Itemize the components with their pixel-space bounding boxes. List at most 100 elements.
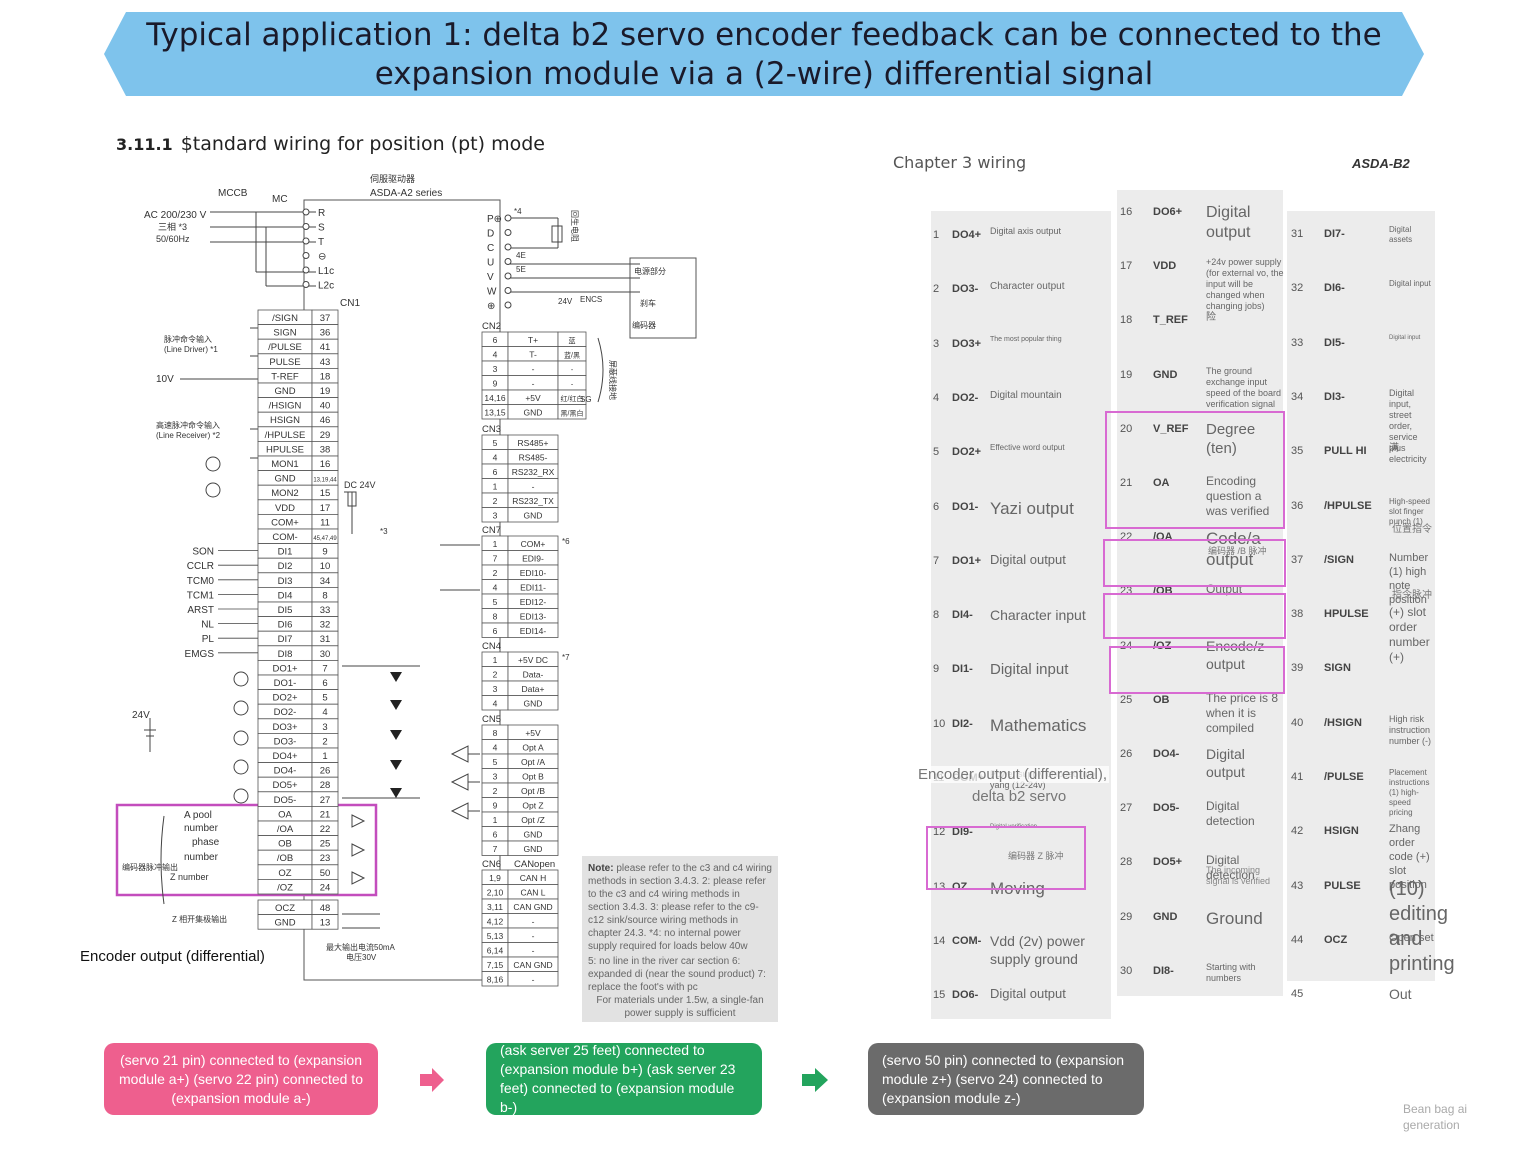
cn1-signal: /HPULSE — [265, 430, 306, 441]
pin-signal: DO5+ — [1153, 856, 1183, 869]
enc-output-cn: 编码器脉冲输出 — [122, 862, 178, 872]
pin-description: 满 — [1389, 443, 1399, 455]
connector-signal: EDI13- — [520, 612, 547, 622]
pin-signal: DO4+ — [952, 229, 982, 241]
cn1-signal: OB — [278, 839, 292, 850]
pin-signal: GND — [1153, 368, 1178, 381]
pin-number: 43 — [1291, 879, 1304, 892]
connector-signal: Opt B — [522, 772, 544, 782]
di-label: NL — [201, 620, 214, 631]
star3-label: *3 — [380, 527, 388, 536]
connector-label: CN5 — [482, 714, 501, 725]
connector-pin: 9 — [493, 801, 498, 811]
cn1-pin: 1 — [322, 751, 327, 762]
connector-signal: RS485- — [519, 453, 548, 463]
connector-signal: - — [532, 931, 535, 941]
hs-pulse-input-sub: (Line Receiver) *2 — [156, 431, 221, 440]
connector-pin: 8 — [493, 612, 498, 622]
power-terminal — [302, 223, 310, 230]
cn1-label: CN1 — [340, 298, 360, 309]
connector-signal: GND — [524, 699, 543, 709]
connector-pin: 3,11 — [487, 902, 503, 912]
pin-signal: PULL HI — [1324, 445, 1367, 458]
pin-signal: V_REF — [1153, 422, 1189, 435]
pin-description: Digital output — [1206, 204, 1251, 241]
connector-pin: 7 — [493, 844, 498, 854]
connector-pin: 1 — [493, 539, 498, 549]
connector-signal: +5V — [525, 728, 541, 738]
pin-signal: /OZ — [1153, 639, 1172, 652]
pin-number: 12 — [933, 826, 946, 839]
pin-signal: HSIGN — [1324, 825, 1359, 838]
cn1-signal: DI6 — [278, 620, 293, 631]
connector-label: CN3 — [482, 424, 501, 435]
pin-description: Encoding question a was verified — [1206, 474, 1270, 518]
cn1-pin: 4 — [322, 707, 327, 718]
pin-description: Code/a output — [1206, 529, 1261, 570]
di-label: PL — [202, 634, 215, 645]
pin-description: Digital output — [990, 551, 1066, 567]
pin-number: 44 — [1291, 933, 1304, 946]
cn1-pin: 10 — [320, 561, 331, 572]
connector-label: CN2 — [482, 321, 501, 332]
pin-description: Placement instructions (1) high-speed pr… — [1389, 768, 1430, 817]
ocz-pin-cell — [311, 914, 339, 930]
cn1-signal: GND — [274, 474, 295, 485]
cn1-pin: 41 — [320, 342, 331, 353]
connector-pin: 1 — [493, 815, 498, 825]
connector-pin: 4 — [493, 743, 498, 753]
cn1-signal: PULSE — [269, 357, 300, 368]
connector-signal: CAN L — [520, 888, 545, 898]
cn1-signal: DI8 — [278, 649, 293, 660]
connector-pin: 5 — [493, 757, 498, 767]
power-terminal — [302, 252, 310, 259]
arrow-right-icon — [802, 1068, 828, 1092]
oz-cn-label: 编码器 Z 脉冲 — [1008, 851, 1064, 861]
pin-number: 3 — [933, 337, 940, 350]
incoming-signal-label: The incoming signal is verified — [1206, 865, 1271, 886]
cable-note: 屏蔽线接地 — [608, 360, 618, 400]
cn1-pin: 43 — [320, 357, 331, 368]
motor-power-block: 电源部分 — [634, 266, 666, 276]
connector-signal: - — [532, 917, 535, 927]
cn1-pin: 7 — [322, 663, 327, 674]
cn1-pin: 46 — [320, 415, 331, 426]
regen-label: 回生电阻 — [570, 210, 580, 242]
pin-number: 19 — [1120, 368, 1133, 381]
pin-description: Vdd (2v) power supply ground — [990, 932, 1085, 967]
motor-terminal-label: D — [487, 229, 494, 240]
connector-signal-cell — [507, 622, 559, 638]
pin-number: 25 — [1120, 693, 1133, 706]
cn1-signal: DO2- — [274, 707, 297, 718]
pin-number: 17 — [1120, 260, 1133, 273]
connector-signal: CAN GND — [513, 902, 552, 912]
power-terminal-label: ⊖ — [318, 252, 326, 263]
connector-label: CN7 — [482, 525, 501, 536]
note-label: Note: — [588, 863, 614, 874]
dc24-label: DC 24V — [344, 480, 376, 490]
connection-box-b-text: (ask server 25 feet) connected to (expan… — [500, 1042, 736, 1115]
pin-number: 5 — [933, 446, 940, 459]
enc-number-2: number — [184, 852, 219, 863]
pin-number: 36 — [1291, 499, 1304, 512]
connector-signal-cell — [507, 971, 559, 987]
pin-description: (+) slot order number (+) — [1389, 605, 1430, 665]
cn1-signal: COM- — [272, 532, 297, 543]
pin-number: 16 — [1120, 206, 1133, 218]
mc-label: MC — [272, 194, 288, 205]
pin-signal: /SIGN — [1324, 553, 1354, 566]
pin-description: Effective word output — [990, 443, 1065, 453]
pin-number: 7 — [933, 554, 940, 567]
connector-signal: - — [532, 364, 535, 374]
connector-label: CN4 — [482, 641, 501, 652]
cn1-pin: 24 — [320, 882, 331, 893]
motor-terminal — [504, 272, 512, 280]
connector-signal: CAN H — [520, 873, 546, 883]
pin-description: Digital input, street order, service plu… — [1389, 387, 1427, 464]
highlight-ob-pos — [1109, 646, 1285, 694]
ocz-signal: GND — [274, 918, 295, 929]
pin-signal: COM- — [952, 934, 982, 947]
pin-number: 29 — [1120, 910, 1133, 923]
cn1-signal: SIGN — [273, 328, 296, 339]
